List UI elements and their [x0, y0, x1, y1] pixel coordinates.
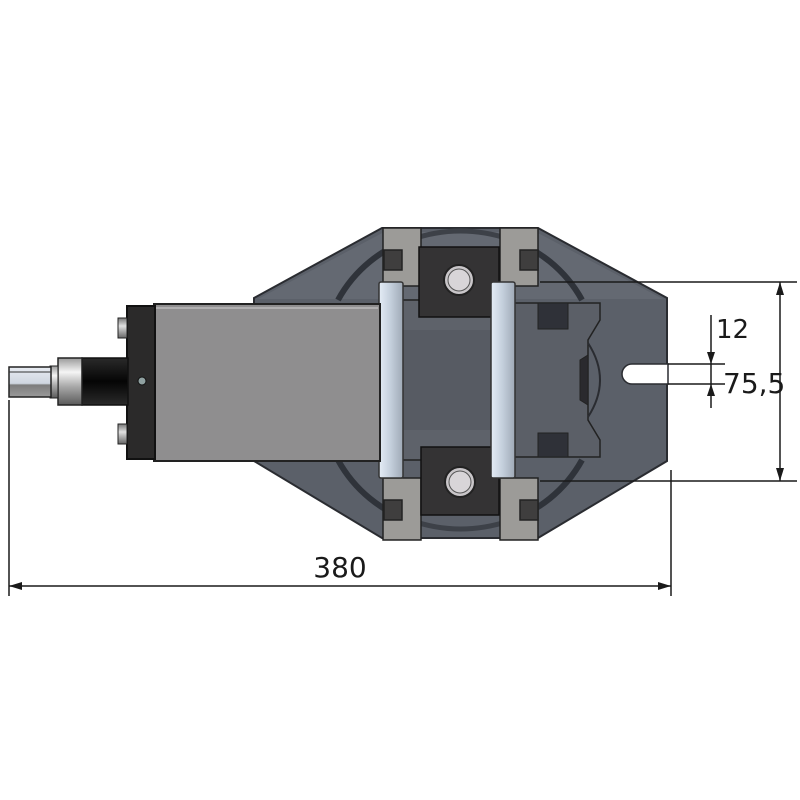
guide-blocks: [382, 227, 539, 541]
dimension-slot-width: [668, 315, 725, 408]
mounting-slot: [621, 363, 669, 385]
end-cap: [117, 305, 156, 460]
guide-rails: [378, 281, 516, 479]
dimension-label-height: 75,5: [723, 367, 785, 400]
grease-nipple-icon: [137, 376, 147, 386]
dimension-label-slot: 12: [716, 315, 749, 345]
drive-spindle: [8, 357, 129, 406]
dimension-overall-length: [8, 400, 672, 596]
spindle-housing: [153, 303, 381, 462]
dimension-label-overall: 380: [313, 551, 366, 584]
moving-jaw: [513, 302, 601, 458]
top-jaw-block: [418, 246, 500, 318]
dimension-jaw-height: [540, 281, 797, 482]
bottom-jaw-block: [420, 446, 500, 516]
